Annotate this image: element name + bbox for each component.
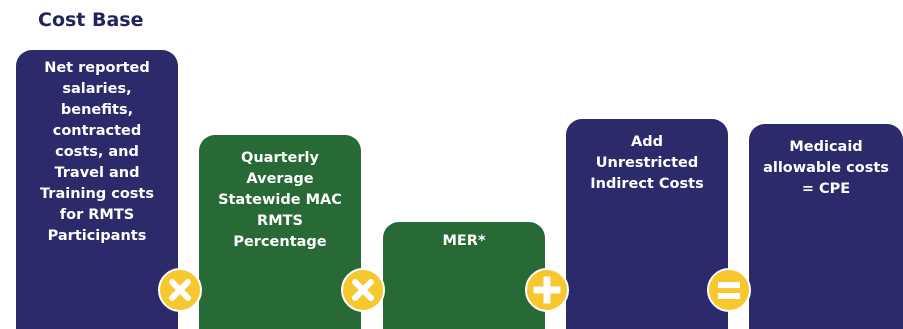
- box-line: Quarterly: [241, 150, 319, 166]
- box-line: Indirect Costs: [590, 176, 704, 192]
- box-line: benefits,: [60, 102, 134, 118]
- medicaid-allowable-costs-box: Medicaid allowable costs = CPE: [749, 124, 903, 329]
- box-line: for RMTS: [59, 207, 135, 223]
- multiply-icon: [158, 268, 202, 312]
- box-line: Net reported: [44, 60, 150, 76]
- box-line: MER*: [442, 233, 486, 249]
- mac-rmts-percentage-box: Quarterly Average Statewide MAC RMTS Per…: [199, 135, 361, 329]
- indirect-costs-box: Add Unrestricted Indirect Costs: [566, 119, 728, 329]
- diagram-title: Cost Base: [38, 9, 144, 31]
- cost-base-box: Net reported salaries, benefits, contrac…: [16, 50, 178, 329]
- box-line: Add: [631, 134, 663, 150]
- multiply-icon: [341, 268, 385, 312]
- box-line: Average: [246, 171, 314, 187]
- box-line: salaries,: [62, 81, 132, 97]
- box-line: Medicaid: [789, 139, 863, 155]
- box-line: costs, and: [55, 144, 139, 160]
- box-line: Unrestricted: [595, 155, 699, 171]
- equals-icon: [707, 268, 751, 312]
- box-line: contracted: [52, 123, 142, 139]
- mer-box: MER*: [383, 222, 545, 329]
- box-line: Percentage: [233, 234, 327, 250]
- box-line: RMTS: [257, 213, 303, 229]
- box-line: = CPE: [801, 181, 851, 197]
- box-line: Statewide MAC: [218, 192, 342, 208]
- box-line: Training costs: [40, 186, 154, 202]
- box-line: Travel and: [54, 165, 140, 181]
- box-line: Participants: [47, 228, 147, 244]
- box-line: allowable costs: [763, 160, 889, 176]
- plus-icon: [525, 268, 569, 312]
